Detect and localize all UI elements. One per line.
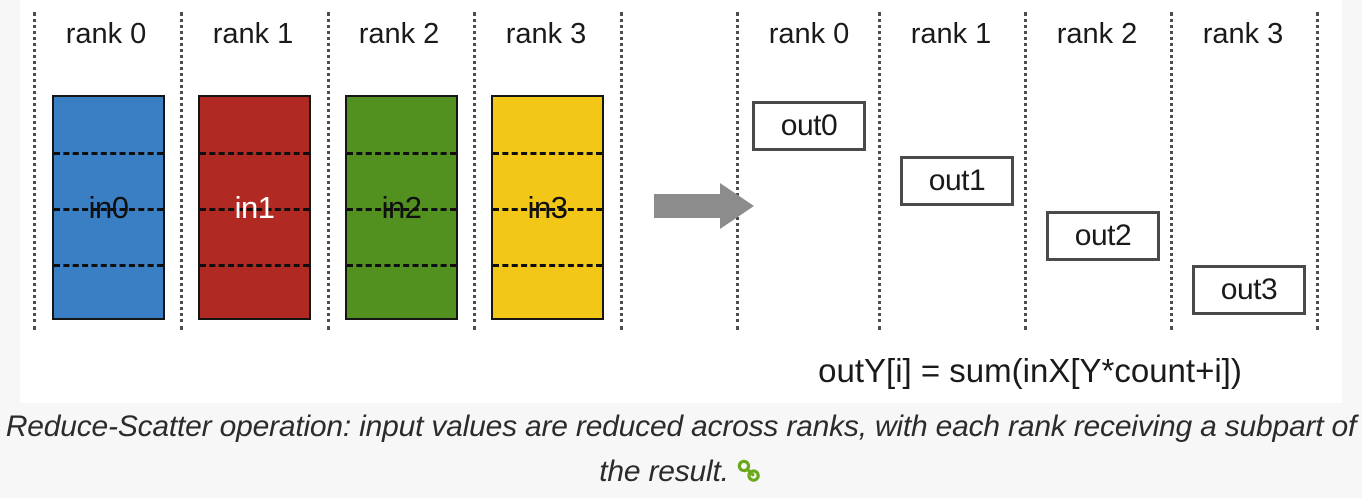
- column-divider-3: [327, 12, 330, 330]
- caption-line-2-wrap: the result.: [0, 449, 1362, 498]
- input-bar-label-in3: in3: [527, 189, 568, 225]
- output-rank-label-1: rank 1: [910, 18, 992, 50]
- column-divider-5: [620, 12, 623, 330]
- output-box-out0: out0: [752, 101, 866, 151]
- output-rank-label-0: rank 0: [768, 18, 850, 50]
- input-bar-label-in2: in2: [381, 189, 422, 225]
- figure-card: rank 0 rank 1 rank 2 rank 3 in0 in1 in2: [20, 0, 1342, 403]
- bar-segment-line: [200, 264, 309, 267]
- input-rank-label-3: rank 3: [505, 18, 587, 50]
- input-rank-label-1: rank 1: [212, 18, 294, 50]
- input-bar-rank-0: in0: [52, 95, 165, 320]
- bar-segment-line: [493, 264, 602, 267]
- column-divider-7: [878, 12, 881, 330]
- input-bar-rank-1: in1: [198, 95, 311, 320]
- caption-line-2: the result.: [599, 455, 729, 488]
- input-bar-rank-2: in2: [345, 95, 458, 320]
- right-arrow-icon: [654, 183, 754, 229]
- link-chain-icon[interactable]: [737, 453, 763, 498]
- bar-segment-line: [54, 152, 163, 155]
- bar-segment-line: [200, 152, 309, 155]
- column-divider-4: [473, 12, 476, 330]
- bar-segment-line: [347, 152, 456, 155]
- output-box-out1: out1: [900, 156, 1014, 206]
- input-bar-rank-3: in3: [491, 95, 604, 320]
- bar-segment-line: [54, 264, 163, 267]
- formula-text: outY[i] = sum(inX[Y*count+i]): [818, 352, 1242, 389]
- output-box-out2: out2: [1046, 211, 1160, 261]
- figure-caption: Reduce-Scatter operation: input values a…: [0, 404, 1362, 498]
- bar-segment-line: [347, 264, 456, 267]
- column-divider-10: [1316, 12, 1319, 330]
- input-bar-label-in1: in1: [234, 189, 275, 225]
- column-divider-1: [33, 12, 36, 330]
- output-box-out3: out3: [1192, 265, 1306, 315]
- column-divider-8: [1024, 12, 1027, 330]
- input-rank-label-2: rank 2: [358, 18, 440, 50]
- input-rank-label-0: rank 0: [65, 18, 147, 50]
- caption-line-1: Reduce-Scatter operation: input values a…: [5, 410, 1357, 443]
- column-divider-9: [1170, 12, 1173, 330]
- bar-segment-line: [200, 208, 309, 211]
- column-divider-6: [736, 12, 739, 330]
- input-bar-label-in0: in0: [88, 189, 129, 225]
- bar-segment-line: [493, 152, 602, 155]
- bar-segment-line: [493, 208, 602, 211]
- column-divider-2: [180, 12, 183, 330]
- bar-segment-line: [54, 208, 163, 211]
- output-rank-label-2: rank 2: [1056, 18, 1138, 50]
- bar-segment-line: [347, 208, 456, 211]
- output-rank-label-3: rank 3: [1202, 18, 1284, 50]
